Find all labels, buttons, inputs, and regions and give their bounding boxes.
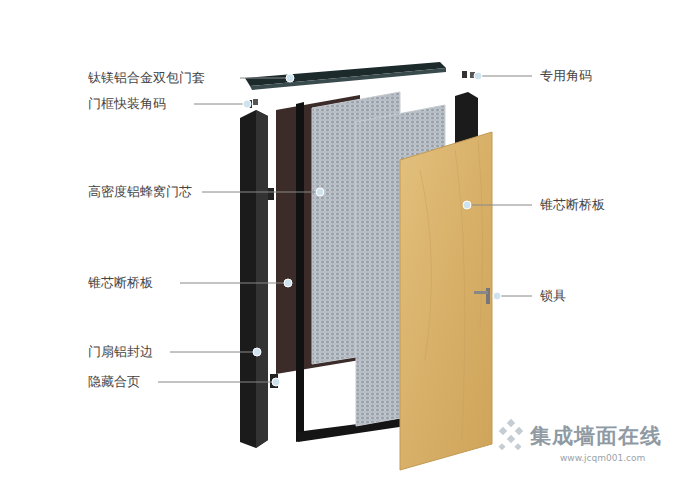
part-label: 门扇铝封边 xyxy=(88,344,153,360)
top-casing-edge xyxy=(250,68,446,90)
part-label: 隐藏合页 xyxy=(88,374,140,390)
watermark: 集成墙面在线 xyxy=(530,424,662,448)
watermark-logo xyxy=(498,419,523,450)
hidden-hinge xyxy=(268,188,274,200)
watermark-url: www.jcqm001.com xyxy=(560,453,645,464)
lock-plate xyxy=(486,288,490,304)
leaf-edge-strip xyxy=(296,102,304,442)
wood-face-board xyxy=(400,132,492,470)
part-label: 钛镁铝合金双包门套 xyxy=(88,70,205,86)
leader-dots xyxy=(243,72,501,386)
lock-handle xyxy=(474,291,488,294)
part-label: 专用角码 xyxy=(540,68,592,84)
corner-code xyxy=(462,71,467,78)
part-label: 高密度铝蜂窝门芯 xyxy=(88,184,192,200)
part-label: 锥芯断桥板 xyxy=(540,197,605,213)
bottom-edge-strip xyxy=(296,418,406,442)
part-label: 门框快装角码 xyxy=(88,96,166,112)
corner-code xyxy=(253,99,258,105)
part-label: 锁具 xyxy=(540,288,566,304)
left-frame-post-side xyxy=(256,110,268,448)
leader-lines xyxy=(158,76,532,382)
left-frame-post xyxy=(240,110,268,448)
part-label: 锥芯断桥板 xyxy=(88,275,153,291)
